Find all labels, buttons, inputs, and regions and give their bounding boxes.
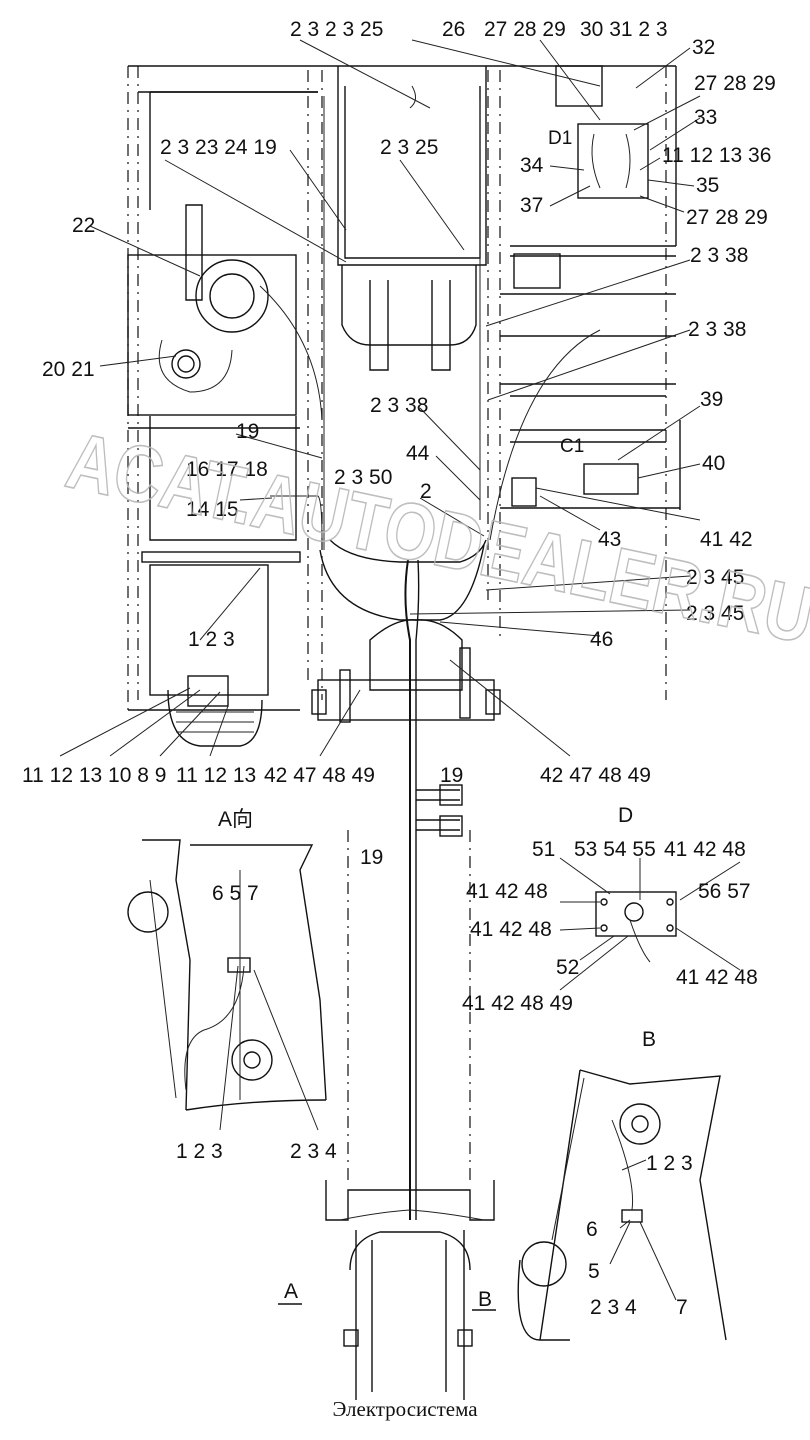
callout-labels-view-d: 51 53 54 55 41 42 48 56 57 41 42 48 41 4… [462,838,758,1015]
callout: 14 15 [186,498,239,521]
callout: 2 3 45 [686,566,744,589]
callout: 19 [360,846,383,869]
callout: 2 3 4 [290,1140,337,1163]
callout: 41 42 48 49 [462,992,573,1015]
callout: 2 3 25 [380,136,438,159]
callout: 27 28 29 [686,206,768,229]
callout: 11 12 13 36 [662,144,771,167]
view-d-label: D [618,804,633,827]
callout: 27 28 29 [694,72,776,95]
callout: 41 42 48 [676,966,758,989]
callout: 41 42 48 [470,918,552,941]
callout: 46 [590,628,613,651]
callout: 32 [692,36,715,59]
callout: 27 28 29 [484,18,566,41]
callout: 19 [440,764,463,787]
callout: 42 47 48 49 [540,764,651,787]
callout: 7 [676,1296,688,1319]
callout: 16 17 18 [186,458,268,481]
callout-labels-view-a: 6 5 7 1 2 3 2 3 4 [176,882,337,1163]
callout: 2 3 50 [334,466,392,489]
callout: 51 [532,838,555,861]
callout: 6 [586,1218,598,1241]
callout: 39 [700,388,723,411]
callout: 2 3 2 3 25 [290,18,383,41]
view-d-detail [595,891,677,963]
callout: 20 21 [42,358,95,381]
callout: 19 [236,420,259,443]
callout: 6 5 7 [212,882,259,905]
callout: 2 [420,480,432,503]
d1-label: D1 [548,128,572,149]
main-assembly-drawing [127,65,681,1400]
c1-label: C1 [560,436,584,457]
callout: 1 2 3 [188,628,235,651]
callout: 2 3 23 24 19 [160,136,277,159]
diagram-caption: Электросистема [332,1397,478,1421]
callout-labels-view-b: 1 2 3 6 5 2 3 4 7 [586,1152,693,1319]
callout: 2 3 38 [370,394,428,417]
callout: 26 [442,18,465,41]
callout: 53 54 55 [574,838,656,861]
view-a-detail [127,839,327,1111]
view-a-label: A向 [218,808,253,831]
callout: 33 [694,106,717,129]
section-b-label: B [478,1288,492,1311]
callout: 2 3 38 [690,244,748,267]
callout: 30 31 2 3 [580,18,668,41]
callout: 41 42 [700,528,753,551]
view-b-label: B [642,1028,656,1051]
callout: 11 12 13 [176,764,256,787]
callout: 2 3 4 [590,1296,637,1319]
callout: 34 [520,154,544,177]
callout: 2 3 45 [686,602,744,625]
callout: 22 [72,214,95,237]
callout: 1 2 3 [646,1152,693,1175]
leader-lines [59,39,741,1301]
callout: 41 42 48 [664,838,746,861]
view-labels: A向 B D A B D1 C1 [218,128,656,1311]
callout-labels-main: 2 3 2 3 25 26 27 28 29 30 31 2 3 32 27 2… [22,18,776,869]
view-b-detail [517,1069,727,1341]
callout: 11 12 13 10 8 9 [22,764,166,787]
callout: 44 [406,442,430,465]
callout: 1 2 3 [176,1140,223,1163]
watermark: ACAT.AUTODEALER.RU [60,415,810,660]
callout: 56 57 [698,880,751,903]
callout: 52 [556,956,579,979]
callout: 5 [588,1260,600,1283]
callout: 40 [702,452,725,475]
callout: 41 42 48 [466,880,548,903]
callout: 43 [598,528,621,551]
section-a-label: A [284,1280,298,1303]
callout: 42 47 48 49 [264,764,375,787]
callout: 35 [696,174,719,197]
callout: 2 3 38 [688,318,746,341]
callout: 37 [520,194,543,217]
